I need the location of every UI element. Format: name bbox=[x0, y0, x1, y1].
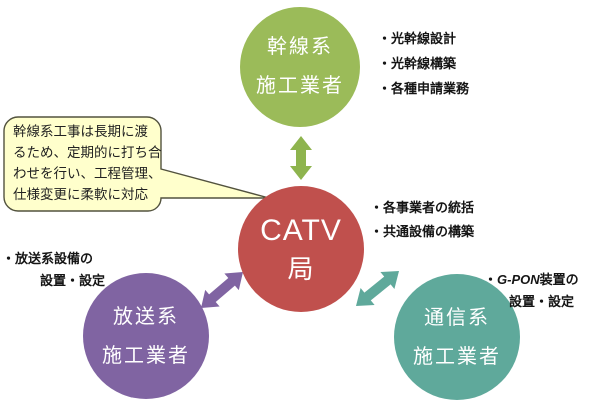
catv-task-item: ・共通設備の構築 bbox=[370, 224, 475, 239]
arrow-comm-catv bbox=[356, 271, 399, 306]
callout-text: 幹線系工事は長期に渡 るため、定期的に打ち合 わせを行い、工程管理、 仕様変更に… bbox=[13, 124, 162, 202]
catv-circle bbox=[238, 186, 364, 312]
comm-task-list: ・G-PON装置の 設置・設定 bbox=[484, 269, 579, 313]
arrow-broadcast-catv bbox=[201, 272, 243, 308]
trunk-task-item: ・光幹線構築 bbox=[378, 56, 457, 71]
comm-task-line1: ・G-PON装置の bbox=[484, 269, 579, 291]
catv-task-item: ・各事業者の統括 bbox=[370, 200, 475, 215]
trunk-task-item: ・光幹線設計 bbox=[378, 31, 457, 46]
trunk-task-list: ・光幹線設計 ・光幹線構築 ・各種申請業務 bbox=[378, 26, 469, 101]
trunk-task-item: ・各種申請業務 bbox=[378, 81, 470, 96]
broadcast-circle bbox=[83, 273, 209, 399]
comm-task-gpon: G-PON bbox=[497, 272, 540, 287]
catv-task-list: ・各事業者の統括 ・共通設備の構築 bbox=[370, 196, 474, 244]
comm-task-line1-rest: 装置の bbox=[539, 272, 579, 287]
callout-bubble bbox=[3, 116, 270, 212]
broadcast-task-line2: 設置・設定 bbox=[40, 273, 106, 288]
comm-circle bbox=[394, 274, 520, 400]
arrow-trunk-catv bbox=[290, 136, 312, 180]
trunk-circle bbox=[240, 7, 360, 127]
broadcast-task-line1: ・放送系設備の bbox=[2, 251, 94, 266]
comm-task-bullet: ・ bbox=[484, 272, 498, 287]
broadcast-task-list: ・放送系設備の 設置・設定 bbox=[2, 248, 105, 292]
comm-task-line2: 設置・設定 bbox=[509, 294, 575, 309]
